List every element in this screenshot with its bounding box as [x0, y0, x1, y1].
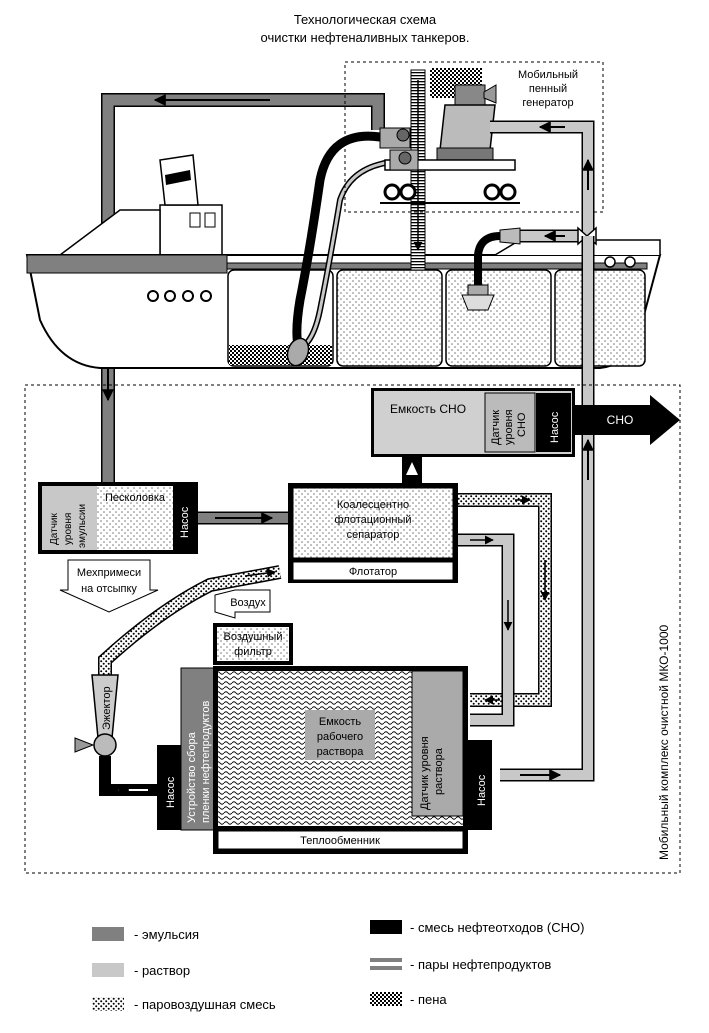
sand-trap-sensor-line2: уровня — [63, 513, 74, 545]
legend-vapors-swatch-top — [370, 958, 402, 962]
generator-label-line3: генератор — [522, 97, 573, 109]
washing-hoses — [286, 131, 386, 367]
legend-vapors-swatch-bottom — [370, 966, 402, 970]
impurities-line2: на отсыпку — [81, 583, 137, 595]
left-pump-label: Насос — [165, 776, 177, 808]
work-tank-footer: Теплообменник — [300, 835, 380, 847]
legend-sno: - смесь нефтеотходов (СНО) — [410, 920, 584, 935]
work-tank-line2: рабочего — [317, 731, 363, 743]
diagram-title-line2: очистки нефтеналивных танкеров. — [261, 30, 470, 45]
air-inlet — [214, 589, 271, 619]
legend-sno-swatch — [370, 920, 402, 934]
sno-tank-label: Емкость СНО — [390, 402, 466, 416]
ejector — [74, 674, 160, 796]
work-tank-line3: раствора — [317, 746, 365, 758]
sno-outlet-label: СНО — [607, 413, 634, 427]
air-filter — [213, 623, 293, 665]
legend-foam-swatch — [370, 992, 402, 1006]
film-device-line1: Устройство сбора — [186, 731, 198, 823]
legend-solution: - раствор — [134, 963, 190, 978]
legend — [92, 920, 402, 1011]
work-tank-sensor-line2: раствора — [433, 747, 445, 795]
work-solution-tank — [213, 666, 468, 854]
sno-sensor-line3: СНО — [516, 412, 528, 437]
legend-foam: - пена — [410, 992, 447, 1007]
diagram-title-line1: Технологическая схема — [294, 12, 437, 27]
sand-trap-label: Песколовка — [105, 492, 166, 504]
sand-trap — [38, 482, 198, 554]
ejector-label: Эжектор — [101, 686, 113, 730]
sno-pump-label: Насос — [549, 411, 561, 443]
separator-line2: флотационный — [334, 514, 411, 526]
right-pump — [468, 740, 492, 830]
impurities-line1: Мехпримеси — [77, 567, 141, 579]
sand-trap-pump-label: Насос — [179, 506, 191, 538]
sno-sensor-line2: уровня — [503, 409, 515, 445]
separator — [288, 483, 458, 583]
mobile-foam-generator — [344, 61, 604, 213]
legend-vapors: - пары нефтепродуктов — [410, 957, 551, 972]
solution-pipe — [461, 120, 597, 782]
generator-label-line2: пенный — [529, 83, 567, 95]
air-filter-line1: Воздушный — [223, 631, 282, 643]
generator-label-line1: Мобильный — [518, 69, 578, 81]
film-device-line2: пленки нефтепродуктов — [200, 701, 212, 823]
sno-sensor-line1: Датчик — [490, 410, 502, 445]
complex-label: Мобильный комплекс очистной МКО-1000 — [657, 624, 671, 860]
right-pump-label: Насос — [476, 774, 488, 806]
complex-boundary — [24, 384, 681, 874]
legend-steam-air-swatch — [92, 997, 124, 1011]
sand-trap-sensor-line3: эмульсии — [77, 504, 88, 548]
left-pump — [157, 745, 181, 830]
air-filter-line2: фильтр — [234, 646, 272, 658]
legend-steam-air: - паровоздушная смесь — [134, 997, 276, 1012]
separator-footer: Флотатор — [349, 566, 397, 578]
steam-air-line — [98, 565, 282, 675]
separator-line1: Коалесцентно — [337, 499, 409, 511]
sand-trap-sensor-line1: Датчик — [49, 513, 60, 545]
legend-emulsion: - эмульсия — [134, 927, 199, 942]
solution-loop — [458, 533, 515, 727]
separator-line3: сепаратор — [347, 529, 400, 541]
legend-emulsion-swatch — [92, 927, 124, 941]
work-tank-line1: Емкость — [319, 716, 361, 728]
work-tank-sensor-line1: Датчик уровня — [419, 736, 431, 810]
tanker-ship — [25, 154, 662, 369]
impurities-arrow — [59, 559, 159, 613]
legend-solution-swatch — [92, 963, 124, 977]
sno-tank — [371, 388, 680, 483]
air-label: Воздух — [230, 597, 266, 609]
